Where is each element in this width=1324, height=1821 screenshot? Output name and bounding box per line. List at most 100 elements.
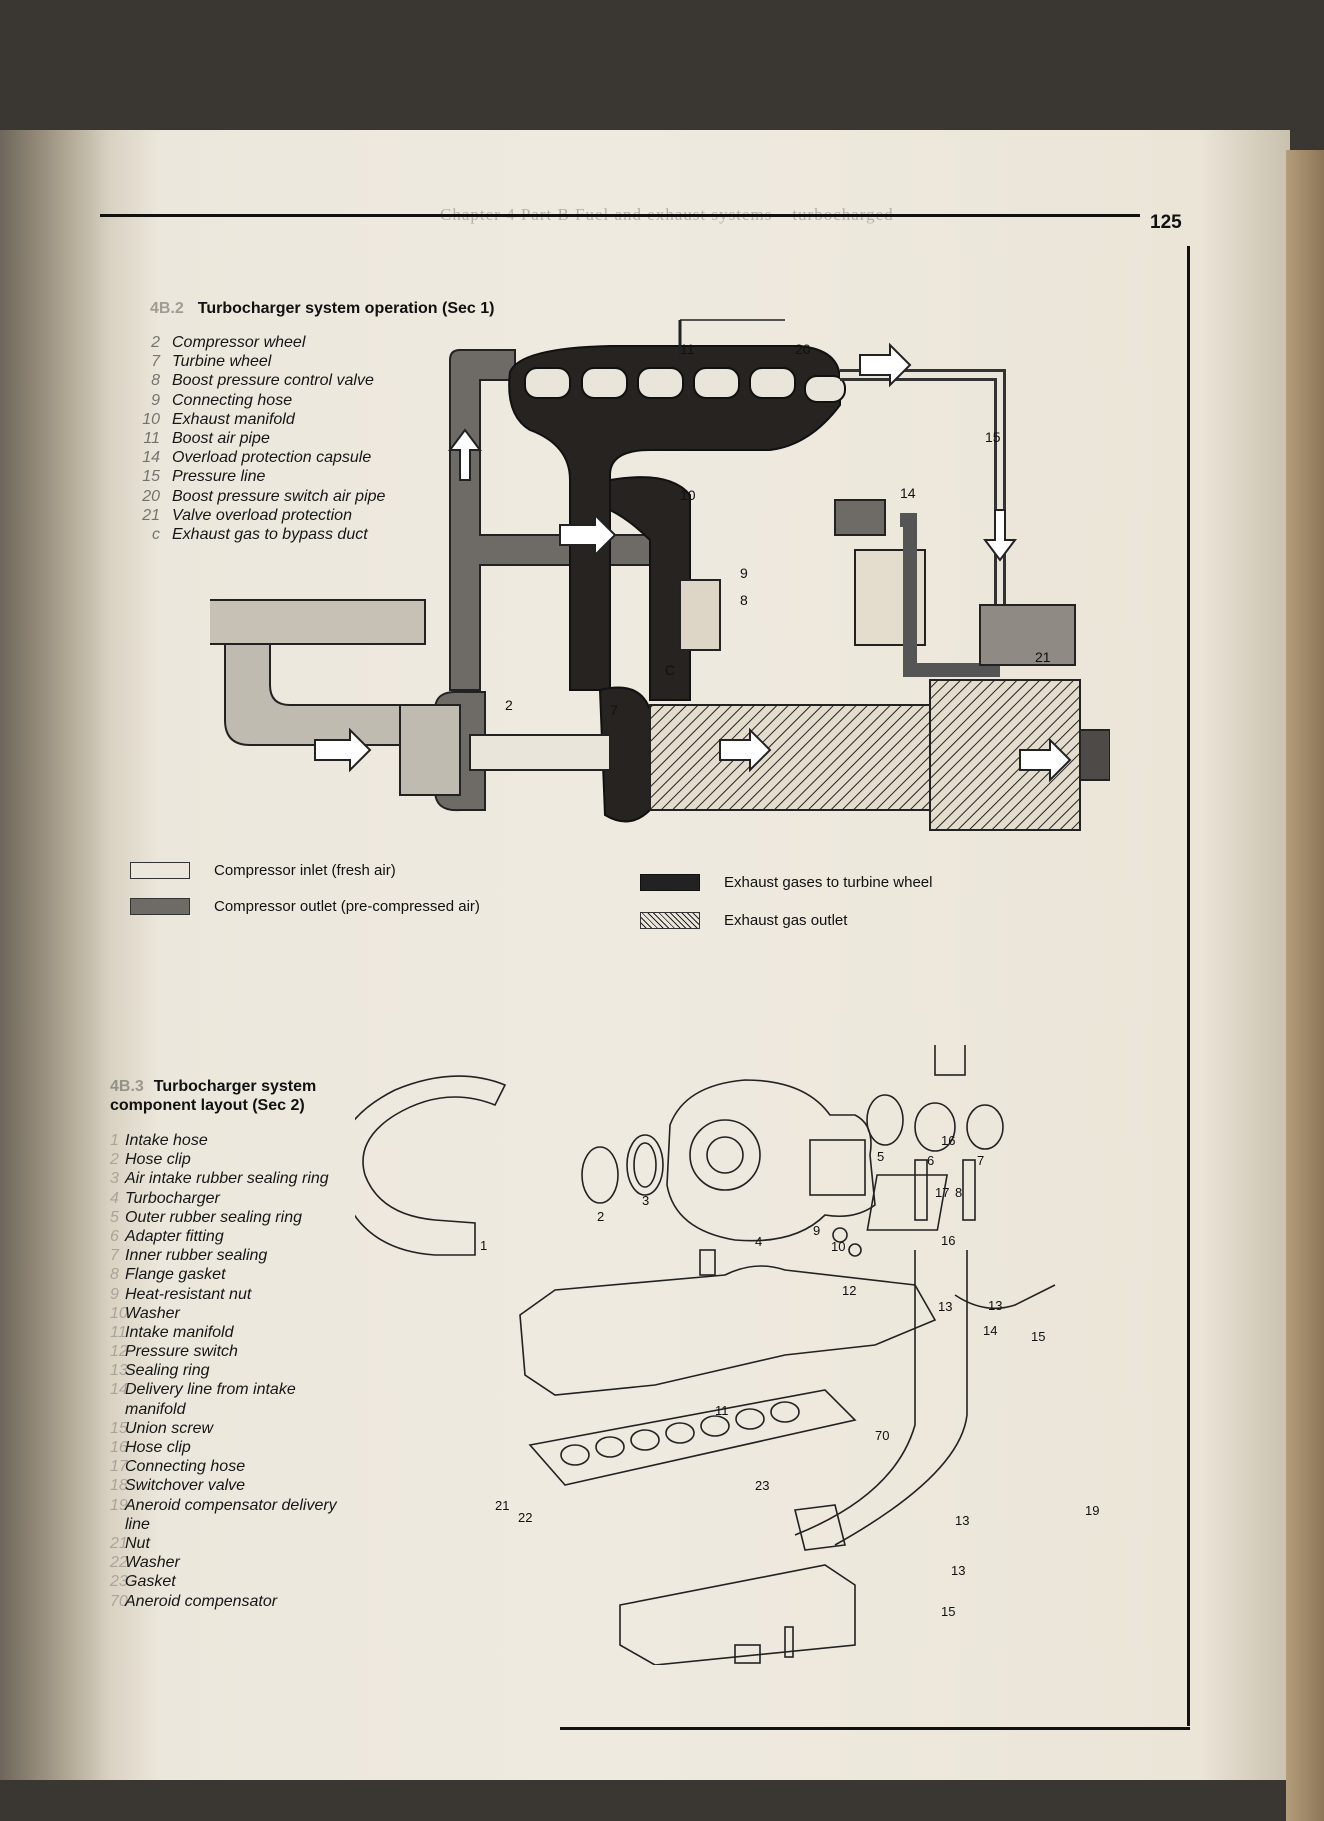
intake-manifold	[519, 1265, 937, 1396]
label-11: 11	[680, 341, 695, 357]
component-item: line	[125, 1515, 150, 1533]
part-label: 13	[955, 1513, 969, 1528]
figure2-title-line2: component layout (Sec 2)	[110, 1097, 305, 1114]
component-item: 19Aneroid compensator delivery	[110, 1496, 337, 1514]
key-exhaust-turbine: Exhaust gases to turbine wheel	[640, 874, 932, 891]
manifold-ports	[524, 367, 846, 403]
frame-bottom-rule	[560, 1727, 1190, 1730]
part-label: 15	[1031, 1329, 1045, 1344]
component-item: 21Nut	[110, 1534, 150, 1552]
swatch-fresh-air	[130, 862, 190, 879]
delivery-line	[954, 1284, 1056, 1310]
part-label: 16	[941, 1133, 955, 1148]
component-layout-drawing: 18 16 17 16 5 6 7 8 2 3 1 4 9 10 12 13 1…	[355, 1045, 1099, 1665]
figure2-title-line1: Turbocharger system	[153, 1078, 317, 1095]
header-rule	[100, 214, 1140, 217]
label-14: 14	[900, 485, 916, 501]
turbo-operation-diagram: 11 20 15 14 10 9 8 C 2 7 21	[210, 319, 1110, 831]
manifold-gasket	[528, 1389, 857, 1486]
part-label: 70	[875, 1428, 889, 1443]
label-C: C	[665, 662, 675, 678]
key-label: Exhaust gas outlet	[724, 912, 848, 929]
component-item: 10Washer	[110, 1304, 180, 1322]
exhaust-outlet-pipe	[649, 704, 931, 811]
part-label: 6	[927, 1153, 934, 1168]
connecting-hose	[914, 1159, 928, 1221]
component-item: 16Hose clip	[110, 1439, 191, 1456]
part-label: 1	[480, 1238, 487, 1253]
intake-elbow	[224, 643, 401, 746]
key-fresh-air: Compressor inlet (fresh air)	[130, 862, 396, 879]
switchover-valve	[934, 1045, 966, 1076]
inner-sealing	[966, 1104, 1004, 1150]
component-item: 15Union screw	[110, 1419, 214, 1437]
part-label: 22	[518, 1510, 532, 1525]
wastegate-branch	[609, 476, 691, 701]
part-label: 15	[941, 1604, 955, 1619]
part-label: 4	[755, 1234, 762, 1249]
part-label: 10	[831, 1239, 845, 1254]
label-10: 10	[680, 487, 696, 503]
label-20: 20	[795, 341, 811, 357]
turbocharger	[666, 1079, 876, 1242]
compressor-inlet	[399, 704, 461, 796]
aneroid-delivery-line	[834, 1250, 968, 1546]
component-item: 18Switchover valve	[110, 1477, 246, 1495]
tailpipe	[1079, 729, 1110, 781]
component-item: 23Gasket	[110, 1573, 176, 1591]
intake-sealing-ring	[626, 1134, 664, 1196]
part-label: 5	[877, 1149, 884, 1164]
key-compressed-air: Compressor outlet (pre-compressed air)	[130, 898, 480, 915]
component-item: 70Aneroid compensator	[110, 1592, 278, 1610]
part-label: 7	[977, 1153, 984, 1168]
adapter-fitting	[914, 1102, 956, 1152]
part-label: 2	[597, 1209, 604, 1224]
key-label: Compressor inlet (fresh air)	[214, 862, 396, 879]
part-label: 23	[755, 1478, 769, 1493]
part-label: 11	[715, 1403, 729, 1418]
part-label: 3	[642, 1193, 649, 1208]
turbo-shaft	[469, 734, 611, 771]
injection-pump	[619, 1564, 856, 1665]
part-label: 19	[1085, 1503, 1099, 1518]
label-21: 21	[1035, 649, 1051, 665]
swatch-exhaust-outlet	[640, 912, 700, 929]
label-9: 9	[740, 565, 748, 581]
swatch-compressed-air	[130, 898, 190, 915]
part-label: 21	[495, 1498, 509, 1513]
figure1-title: Turbocharger system operation (Sec 1)	[197, 300, 495, 317]
component-item: 11Intake manifold	[110, 1323, 234, 1341]
label-7: 7	[610, 702, 618, 718]
air-cleaner-duct	[210, 599, 426, 645]
figure2-caption: 4B.3 Turbocharger system	[110, 1078, 316, 1096]
aneroid-compensator	[794, 1504, 846, 1551]
swatch-exhaust-turbine	[640, 874, 700, 891]
boost-control-valve	[679, 579, 721, 651]
component-item: 17Connecting hose	[110, 1458, 246, 1476]
part-label: 16	[941, 1233, 955, 1248]
component-item: 13Sealing ring	[110, 1362, 210, 1380]
overload-valve	[979, 604, 1076, 666]
figure2-prefix: 4B.3	[110, 1078, 144, 1095]
part-label: 8	[955, 1185, 962, 1200]
component-item: manifold	[125, 1400, 186, 1418]
part-label: 13	[938, 1299, 952, 1314]
